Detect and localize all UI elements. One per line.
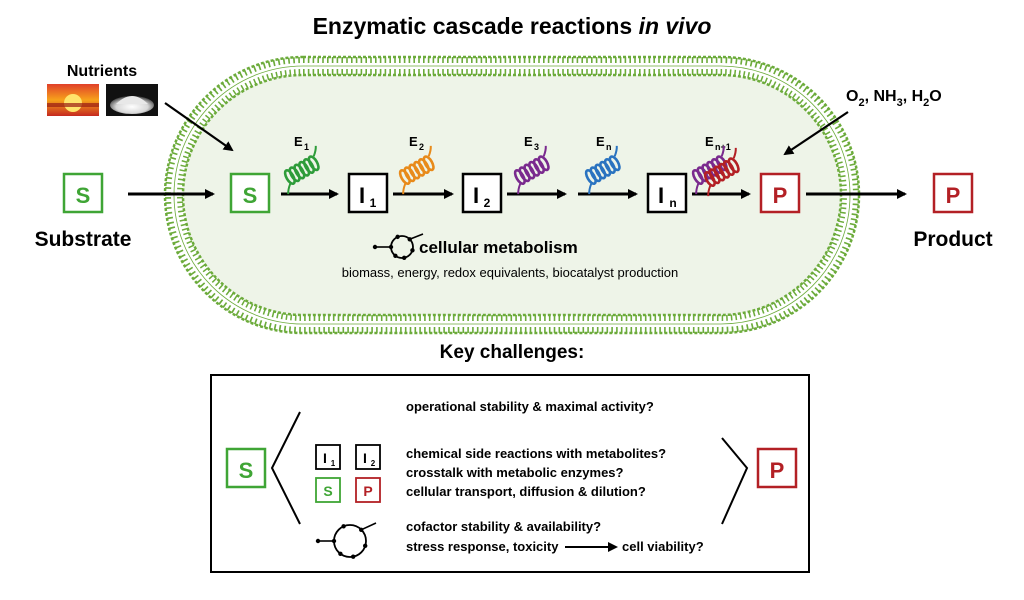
challenge-substrate-box: S (225, 447, 267, 489)
nutrients-label: Nutrients (67, 63, 137, 80)
intermediate-box-n: I n (646, 172, 688, 214)
svg-text:I: I (363, 450, 367, 466)
intermediate-box-1: I 1 (347, 172, 389, 214)
svg-text:2: 2 (371, 459, 376, 468)
svg-text:P: P (770, 458, 785, 483)
product-box-outside: P (932, 172, 974, 214)
svg-text:I: I (473, 183, 479, 208)
inputs-label: O2, NH3, H2O (846, 88, 942, 109)
challenge-text-6: stress response, toxicity (406, 539, 559, 554)
svg-text:1: 1 (370, 196, 377, 210)
left-bracket (270, 411, 301, 525)
challenges-title: Key challenges: (440, 342, 585, 363)
svg-text:S: S (323, 483, 332, 499)
svg-text:S: S (243, 183, 258, 208)
svg-text:I: I (658, 183, 664, 208)
svg-text:1: 1 (331, 459, 336, 468)
svg-text:E: E (524, 134, 533, 149)
helix-enzyme-icon-e2 (398, 145, 435, 195)
svg-text:P: P (773, 183, 788, 208)
svg-text:I: I (323, 450, 327, 466)
challenge-p-box: P (355, 477, 381, 503)
helix-enzyme-icon-e3 (513, 145, 550, 195)
metabolism-label: cellular metabolism (419, 238, 578, 257)
svg-text:P: P (946, 183, 961, 208)
intermediate-box-2: I 2 (461, 172, 503, 214)
challenge-s-box: S (315, 477, 341, 503)
metabolism-sublabel: biomass, energy, redox equivalents, bioc… (342, 265, 679, 280)
substrate-box-inside: S (229, 172, 271, 214)
right-bracket (721, 437, 749, 525)
svg-text:2: 2 (419, 142, 424, 152)
svg-text:2: 2 (484, 196, 491, 210)
substrate-label: Substrate (35, 228, 132, 251)
challenge-text-1: operational stability & maximal activity… (406, 399, 654, 414)
svg-text:n: n (606, 142, 612, 152)
svg-text:S: S (239, 458, 254, 483)
svg-text:E: E (294, 134, 303, 149)
challenge-text-7: cell viability? (622, 539, 704, 554)
svg-text:E: E (409, 134, 418, 149)
helix-enzyme-icon-en (584, 145, 621, 195)
helix-enzyme-icon-en1-b (703, 147, 740, 197)
helix-enzyme-icon-e1 (283, 145, 320, 195)
svg-text:1: 1 (304, 142, 309, 152)
challenge-i2-box: I 2 (355, 444, 381, 470)
product-box-inside: P (759, 172, 801, 214)
svg-text:S: S (76, 183, 91, 208)
substrate-box-outside: S (62, 172, 104, 214)
svg-text:E: E (596, 134, 605, 149)
challenge-i1-box: I 1 (315, 444, 341, 470)
diagram-title: Enzymatic cascade reactions in vivo (313, 13, 712, 39)
svg-text:n: n (669, 196, 676, 210)
metabolism-cycle-icon-small (315, 522, 377, 559)
svg-text:3: 3 (534, 142, 539, 152)
nutrients-arrow (164, 102, 234, 152)
metabolism-cycle-icon (372, 233, 424, 260)
svg-text:I: I (359, 183, 365, 208)
svg-text:E: E (705, 134, 714, 149)
challenge-text-2: chemical side reactions with metabolites… (406, 446, 666, 461)
challenge-text-3: crosstalk with metabolic enzymes? (406, 465, 624, 480)
white-powder-photo (106, 84, 158, 116)
challenge-text-5: cofactor stability & availability? (406, 519, 601, 534)
product-label: Product (913, 228, 992, 251)
challenge-product-box: P (756, 447, 798, 489)
sunset-photo (47, 84, 99, 116)
svg-text:P: P (363, 483, 372, 499)
challenge-text-4: cellular transport, diffusion & dilution… (406, 484, 646, 499)
inputs-arrow (783, 111, 849, 156)
challenges-box (210, 374, 810, 573)
